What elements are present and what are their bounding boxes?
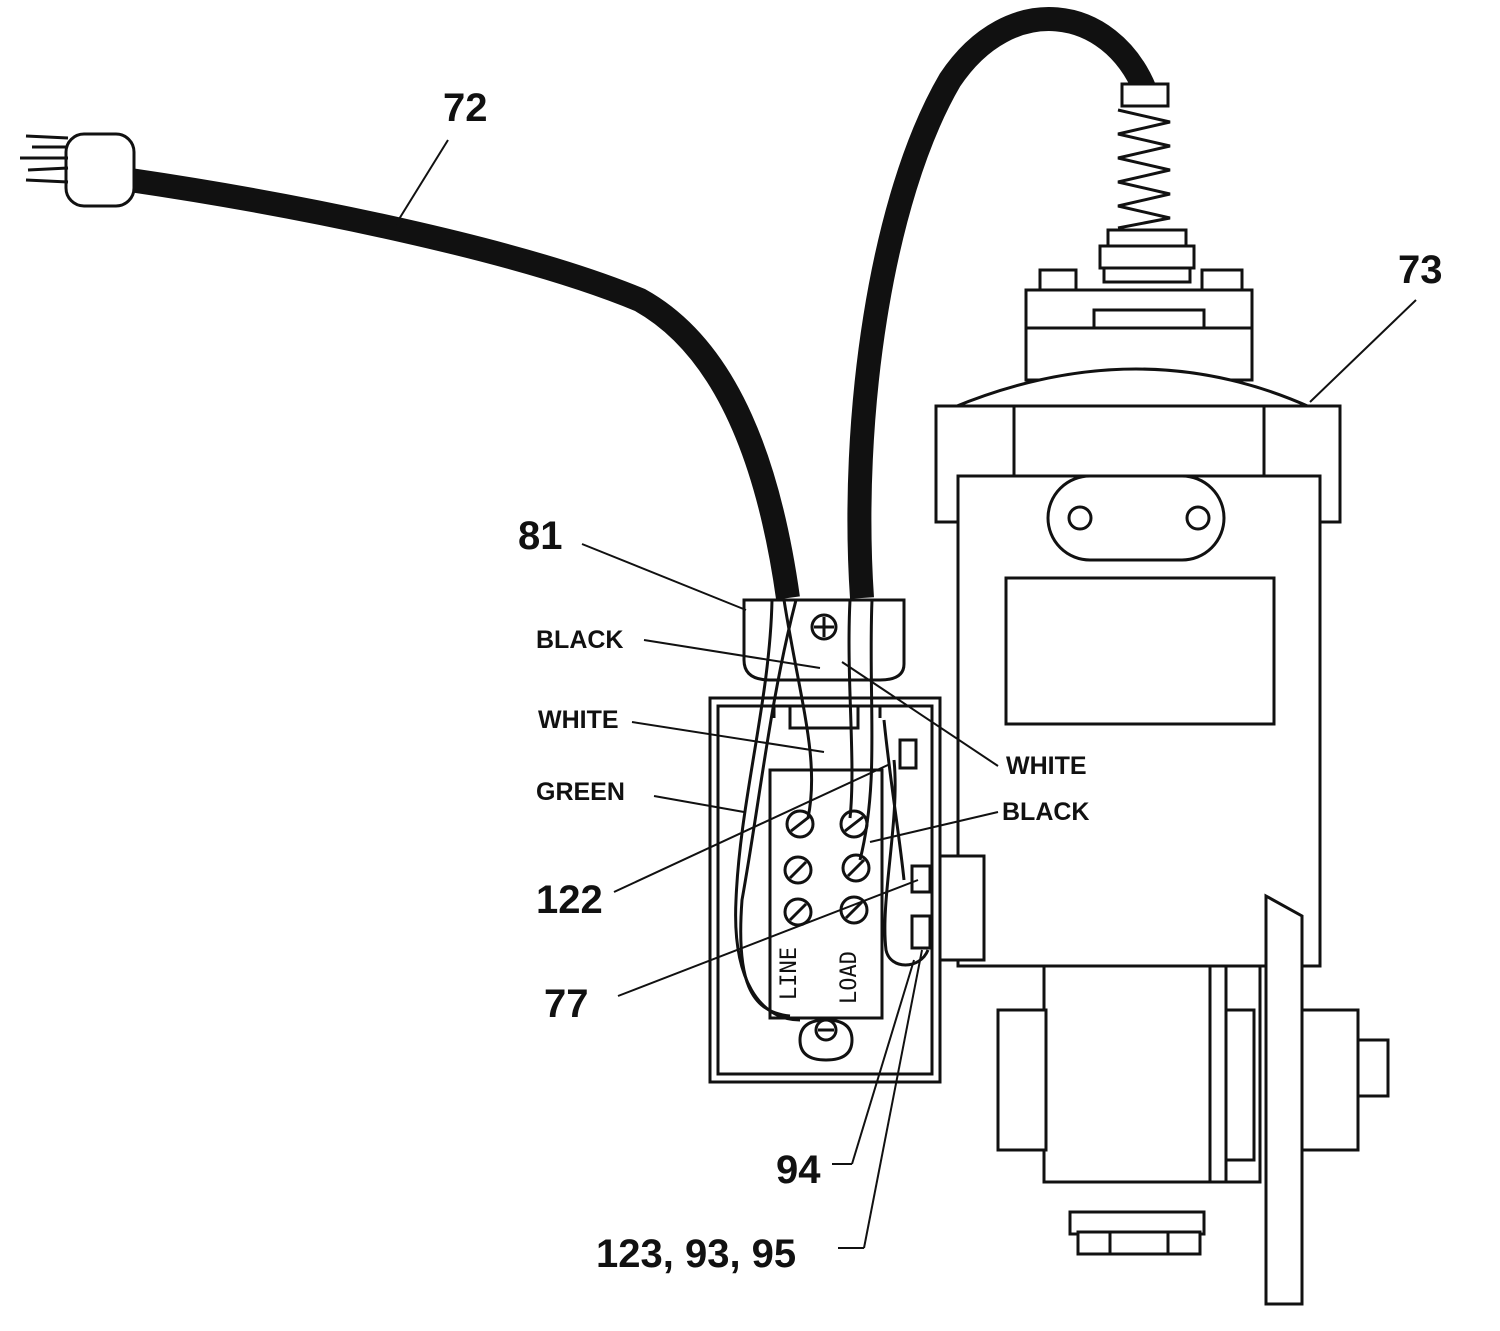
wire-label-white-left: WHITE	[538, 706, 619, 734]
motor-lead-cable	[847, 7, 1196, 599]
cord-clamp	[742, 598, 906, 682]
callout-122: 122	[536, 878, 603, 922]
callout-123-93-95: 123, 93, 95	[596, 1232, 797, 1276]
wire-label-white-right: WHITE	[1006, 752, 1087, 780]
wire-label-green-left: GREEN	[536, 778, 625, 806]
callout-73: 73	[1398, 248, 1443, 292]
load-terminal-label: LOAD	[837, 951, 862, 1004]
callout-72: 72	[443, 86, 488, 130]
motor-housing	[934, 268, 1390, 1306]
callout-77: 77	[544, 982, 589, 1026]
wire-label-black-right: BLACK	[1002, 798, 1090, 826]
wire-label-black-left: BLACK	[536, 626, 624, 654]
leader-lines	[395, 139, 1417, 1249]
callout-94: 94	[776, 1148, 821, 1192]
power-cord	[20, 132, 800, 600]
line-terminal-label: LINE	[777, 947, 802, 1000]
internal-wires	[734, 599, 930, 1022]
callout-81: 81	[518, 514, 563, 558]
